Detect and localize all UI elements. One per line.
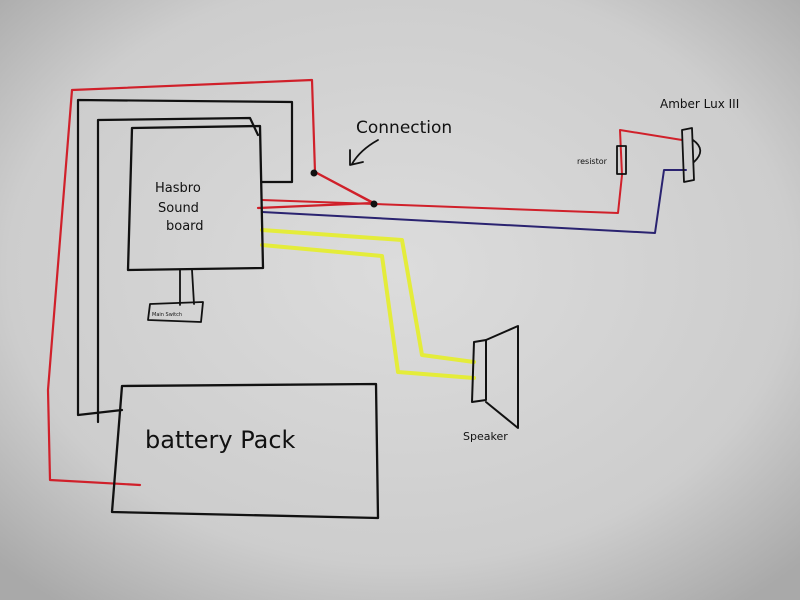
- led-label: Amber Lux III: [660, 97, 739, 111]
- soundboard-label: Sound: [158, 201, 199, 216]
- led-symbol: [681, 127, 702, 183]
- yellow-wire-speaker: [260, 243, 476, 380]
- connection-label: Connection: [356, 118, 452, 138]
- switch-stems: [179, 269, 195, 306]
- connection-arrow: [349, 139, 379, 166]
- battery-label: battery Pack: [145, 426, 296, 454]
- speaker-symbol: [471, 325, 519, 429]
- soundboard-box: [126, 124, 265, 272]
- red-wire-led: [261, 129, 683, 214]
- resistor-label: resistor: [577, 157, 608, 166]
- soundboard-label: Hasbro: [155, 181, 201, 196]
- blue-wire-led: [261, 169, 687, 234]
- switch-label: Main Switch: [152, 312, 182, 318]
- black-wire-loop: [76, 98, 294, 417]
- connection-wire: [314, 171, 375, 204]
- soundboard-label: board: [166, 219, 204, 234]
- switch-box: [147, 301, 204, 323]
- battery-pack-box: [110, 382, 380, 520]
- junction-dot: [370, 200, 378, 208]
- resistor-symbol: [616, 145, 627, 175]
- speaker-label: Speaker: [463, 430, 508, 443]
- junction-dot: [310, 169, 318, 177]
- yellow-wire-speaker: [260, 228, 476, 364]
